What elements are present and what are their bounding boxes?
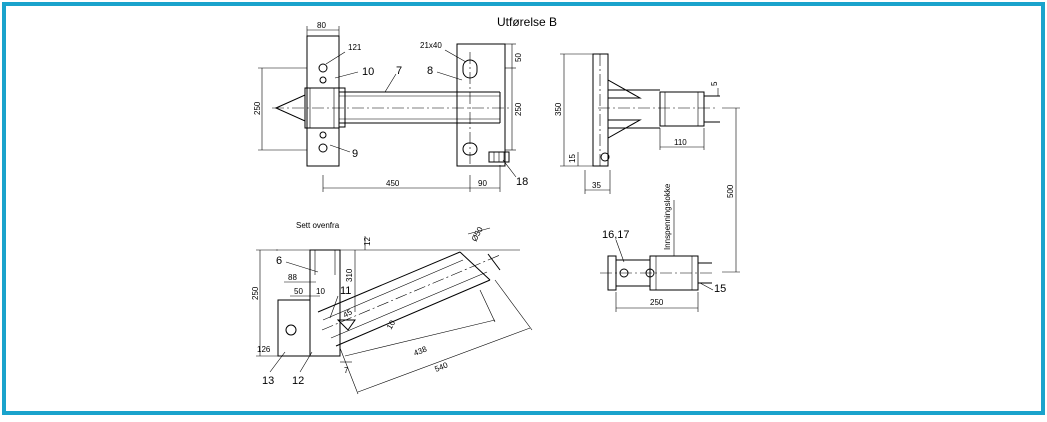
top-view: Sett ovenfra Ø50 250 310 12 88 50 bbox=[251, 221, 533, 395]
balloon-11: 11 bbox=[340, 285, 351, 297]
dim-121: 121 bbox=[348, 43, 362, 52]
dim-10-top: 10 bbox=[316, 287, 325, 296]
dim-15: 15 bbox=[568, 154, 577, 163]
balloon-12: 12 bbox=[292, 375, 304, 387]
dim-88: 88 bbox=[288, 273, 297, 282]
dim-90: 90 bbox=[478, 179, 487, 188]
dim-250-top: 250 bbox=[251, 286, 260, 300]
balloon-18: 18 bbox=[516, 176, 528, 188]
drawing-title: Utførelse B bbox=[497, 15, 557, 29]
dim-80: 80 bbox=[317, 21, 326, 30]
balloon-7: 7 bbox=[396, 65, 402, 77]
dim-250-right: 250 bbox=[514, 102, 523, 116]
balloon-10: 10 bbox=[362, 66, 374, 78]
dim-126: 126 bbox=[257, 345, 271, 354]
dim-7: 7 bbox=[344, 366, 349, 375]
balloon-6: 6 bbox=[276, 255, 282, 267]
frame-border bbox=[2, 2, 1045, 415]
dim-35: 35 bbox=[592, 181, 601, 190]
dim-540: 540 bbox=[433, 360, 449, 374]
dim-350: 350 bbox=[554, 102, 563, 116]
front-view: 80 250 450 90 50 250 121 21x40 10 7 8 9 … bbox=[253, 21, 528, 192]
end-view: Innspenningslokke 250 16,17 15 bbox=[600, 183, 726, 312]
dim-500: 500 bbox=[726, 184, 735, 198]
balloon-9: 9 bbox=[352, 148, 358, 160]
balloon-15: 15 bbox=[714, 283, 726, 295]
dim-21x40: 21x40 bbox=[420, 41, 442, 50]
dim-250-end: 250 bbox=[650, 298, 664, 307]
dim-50: 50 bbox=[514, 53, 523, 62]
dim-450: 450 bbox=[386, 179, 400, 188]
balloon-13: 13 bbox=[262, 375, 274, 387]
dim-250-left: 250 bbox=[253, 101, 262, 115]
dim-diameter: Ø50 bbox=[470, 225, 485, 243]
balloon-8: 8 bbox=[427, 65, 433, 77]
side-label: Innspenningslokke bbox=[663, 183, 672, 250]
dim-438: 438 bbox=[412, 344, 428, 358]
dim-45: 45 bbox=[342, 307, 355, 320]
dim-110: 110 bbox=[674, 138, 687, 147]
dim-12: 12 bbox=[363, 237, 372, 246]
dim-310: 310 bbox=[345, 268, 354, 282]
view-top-label: Sett ovenfra bbox=[296, 221, 340, 230]
balloon-16-17: 16,17 bbox=[602, 229, 630, 241]
side-view: 350 15 35 110 5 500 bbox=[554, 53, 740, 273]
dim-5: 5 bbox=[710, 81, 719, 86]
dim-50-top: 50 bbox=[294, 287, 303, 296]
